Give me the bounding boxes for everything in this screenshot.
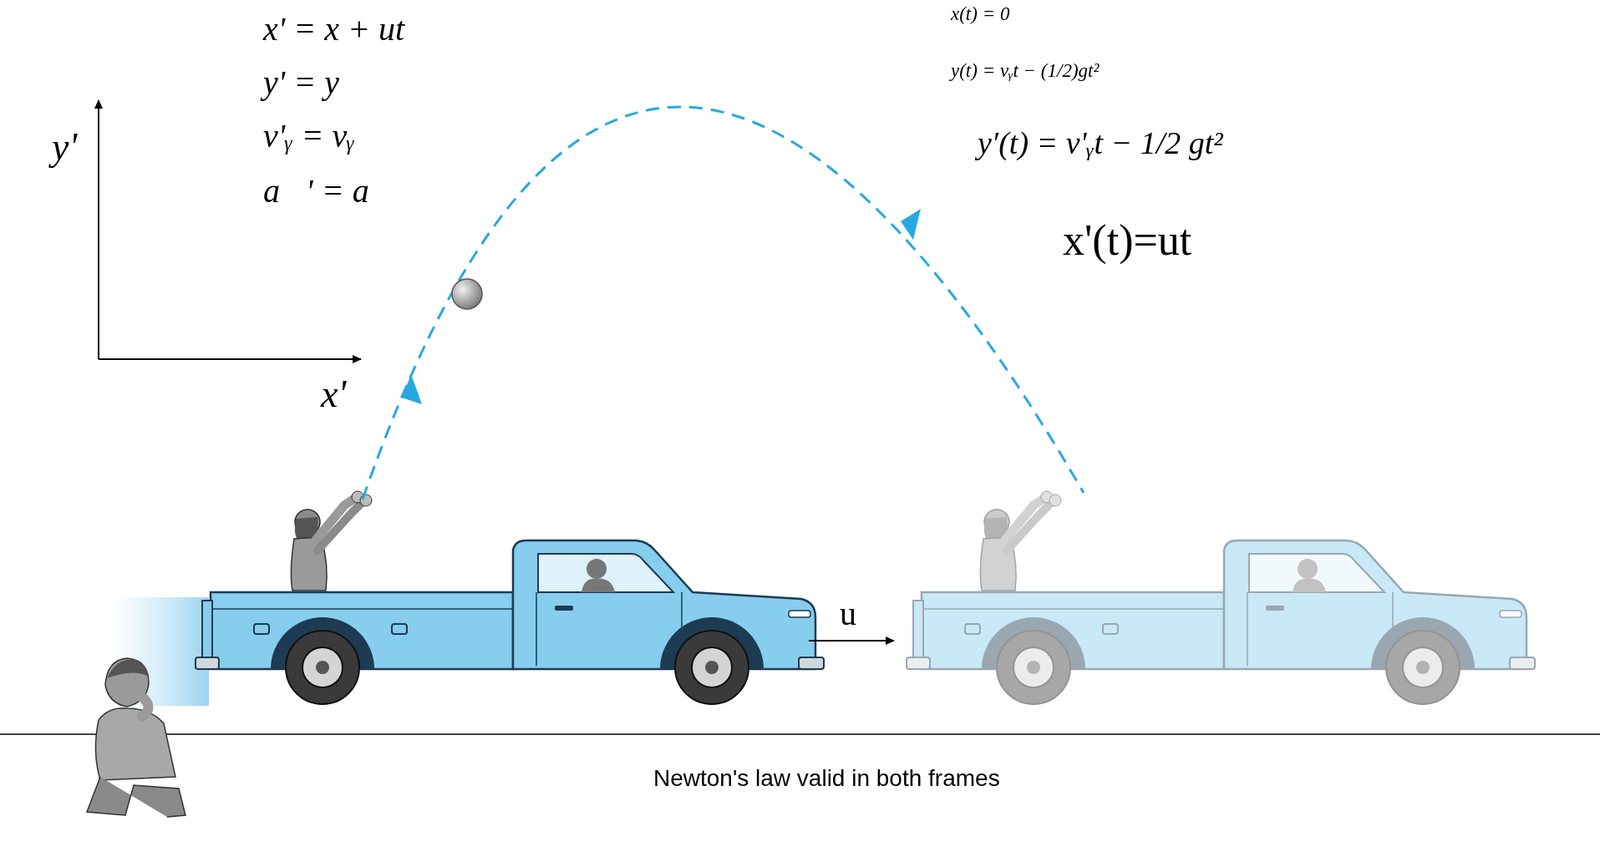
ball bbox=[452, 279, 483, 310]
equation: y′(t) = v'ᵧt − 1/2 gt² bbox=[977, 125, 1224, 163]
y-axis bbox=[97, 100, 100, 360]
velocity-arrow bbox=[808, 640, 894, 642]
trajectory-arrow bbox=[401, 374, 422, 405]
equation: x'(t)=ut bbox=[1062, 215, 1192, 266]
trajectory-arrow bbox=[900, 208, 921, 240]
truck-later bbox=[906, 491, 1535, 705]
x-axis bbox=[98, 358, 361, 361]
observer bbox=[86, 658, 186, 818]
equation: x(t) = 0 bbox=[950, 3, 1010, 26]
equation: y' = y bbox=[263, 63, 340, 102]
trajectory bbox=[362, 106, 1084, 500]
axis-label: x' bbox=[320, 372, 346, 417]
equation: y(t) = vᵧt − (1/2)gt² bbox=[950, 60, 1099, 82]
equation: a⃗' = a⃗ bbox=[263, 172, 396, 211]
caption-note: Newton's law valid in both frames bbox=[653, 765, 1001, 793]
velocity-label: u bbox=[839, 594, 857, 634]
axis-label: y' bbox=[51, 125, 77, 170]
equation: v'ᵧ = vᵧ bbox=[263, 116, 356, 156]
truck bbox=[195, 491, 824, 705]
equation: x' = x + ut bbox=[263, 10, 405, 49]
ground-line bbox=[0, 733, 1600, 736]
